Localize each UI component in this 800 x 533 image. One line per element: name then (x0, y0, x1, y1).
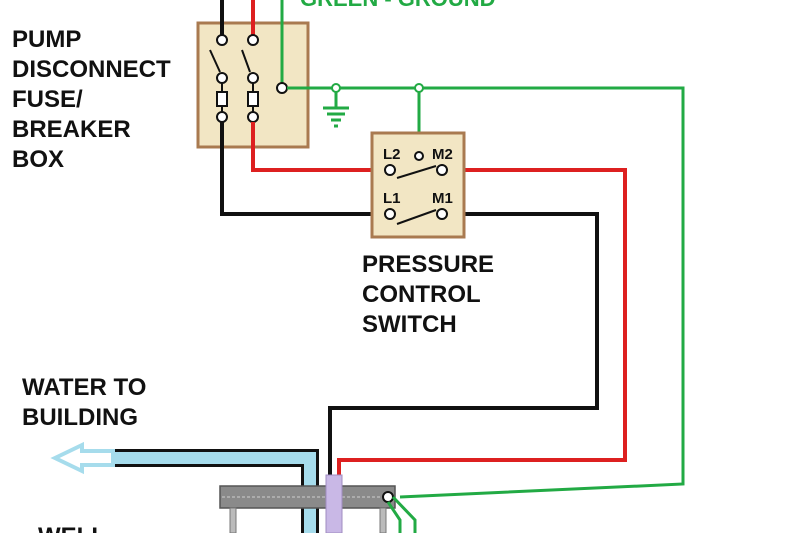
terminal-l2: L2 (383, 146, 401, 163)
well-cap (219, 485, 396, 533)
pressure-switch-label-2: CONTROL (362, 281, 481, 308)
wire-casing (325, 474, 343, 533)
green-ground-wire-well (391, 495, 417, 533)
well-ground-terminal (382, 491, 394, 503)
red-hot-wire-to-pump (337, 168, 627, 480)
red-hot-wire (251, 122, 383, 172)
pressure-switch-box (370, 131, 466, 239)
green-ground-wire (287, 86, 685, 499)
water-flow-arrow-icon (50, 441, 115, 475)
green-ground-wire-well-2 (386, 501, 402, 533)
pump-disconnect-label-1: PUMP (12, 26, 82, 53)
terminal-m2: M2 (432, 146, 453, 163)
pump-disconnect-label-2: DISCONNECT (12, 56, 171, 83)
water-to-building-label-2: BUILDING (22, 404, 138, 431)
pump-disconnect-label-3: FUSE/ (12, 86, 83, 113)
ground-junction (331, 83, 341, 93)
black-hot-wire-to-pump (328, 212, 599, 533)
ground-symbol-icon (323, 106, 349, 128)
ground-terminal (276, 82, 288, 94)
pump-disconnect-label-5: BOX (12, 146, 65, 173)
black-hot-wire (220, 122, 383, 216)
pressure-switch-contacts (384, 151, 448, 225)
top-partial-label: GREEN - GROUND (300, 0, 496, 12)
ground-junction-2 (414, 83, 424, 93)
pressure-switch-label-1: PRESSURE (362, 251, 495, 278)
terminal-m1: M1 (432, 190, 453, 207)
fuse-icon (216, 83, 259, 123)
pump-disconnect-label-4: BREAKER (12, 116, 131, 143)
terminal-l1: L1 (383, 190, 401, 207)
well-partial-label: WELL (38, 522, 106, 533)
pressure-switch-label-3: SWITCH (362, 311, 457, 338)
water-to-building-label-1: WATER TO (22, 374, 147, 401)
